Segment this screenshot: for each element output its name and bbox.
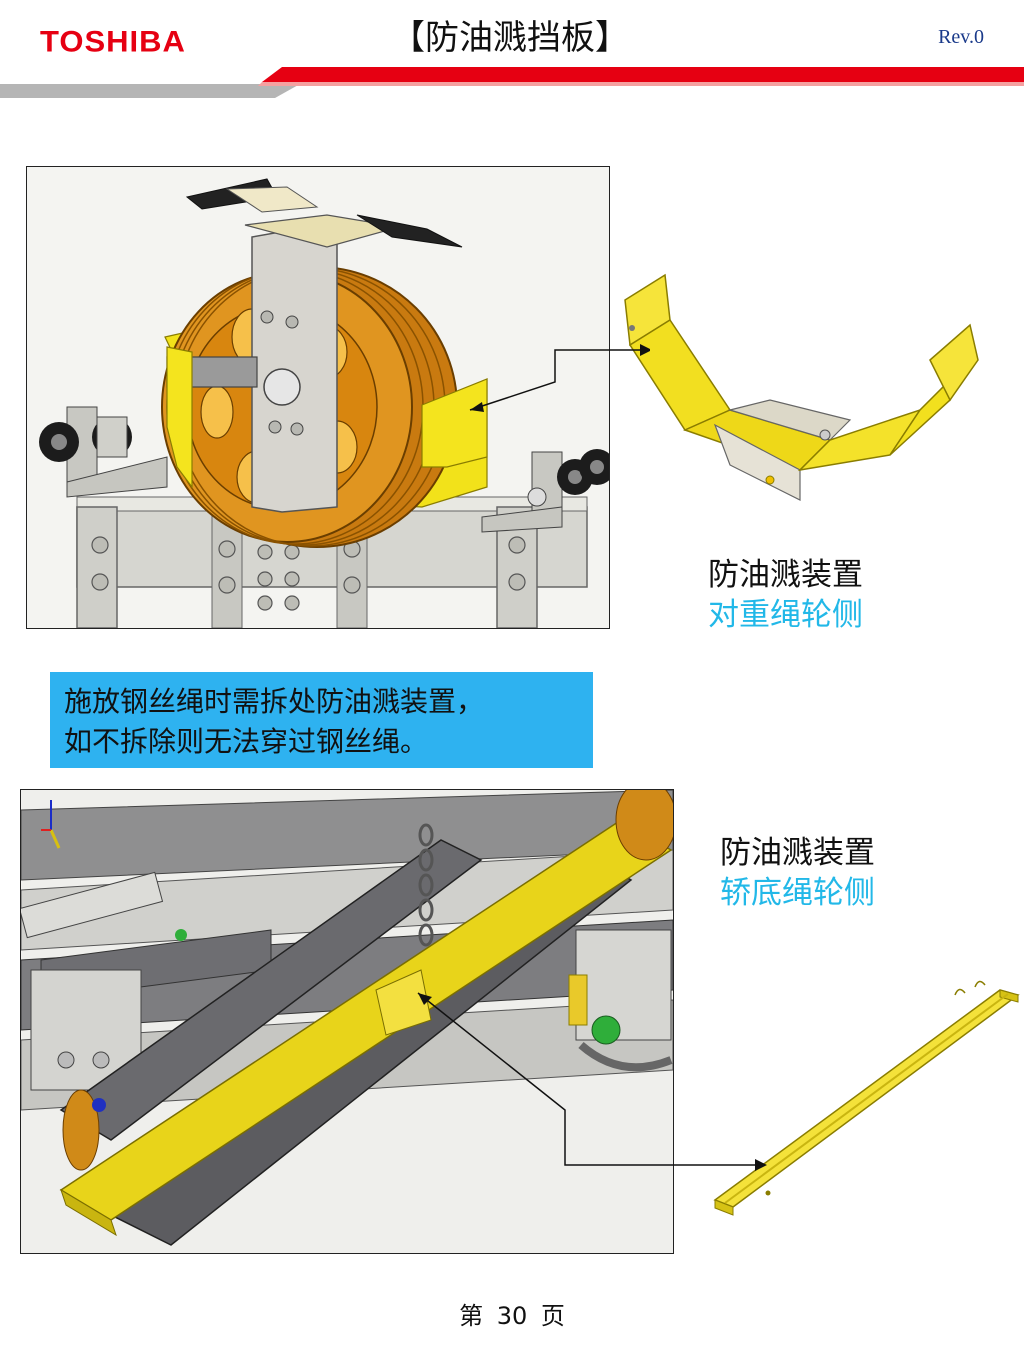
car-bottom-sheave-photo <box>20 789 674 1254</box>
toshiba-logo: TOSHIBA <box>40 24 186 59</box>
bottom-callout-arrow <box>417 992 767 1171</box>
counterweight-guard-illustration <box>624 273 979 501</box>
top-caption-subtitle: 对重绳轮侧 <box>708 597 863 633</box>
header-red-band <box>262 67 1024 82</box>
top-callout-arrow <box>469 344 650 412</box>
top-caption-title: 防油溅装置 <box>708 557 863 593</box>
car-bottom-guard-illustration <box>713 980 1020 1216</box>
note-box: 施放钢丝绳时需拆处防油溅装置， 如不拆除则无法穿过钢丝绳。 <box>50 672 593 768</box>
header-grey-band <box>0 84 300 98</box>
revision-label: Rev.0 <box>938 26 984 48</box>
bottom-caption-subtitle: 轿底绳轮侧 <box>720 875 875 911</box>
page-title: 【防油溅挡板】 <box>391 18 629 58</box>
note-line-2: 如不拆除则无法穿过钢丝绳。 <box>64 725 429 758</box>
bottom-caption: 防油溅装置 轿底绳轮侧 <box>720 833 875 913</box>
counterweight-sheave-photo <box>26 166 610 629</box>
header-band <box>0 67 1024 98</box>
top-caption: 防油溅装置 对重绳轮侧 <box>708 555 863 635</box>
header-red-band-fade <box>258 82 1024 86</box>
bottom-caption-title: 防油溅装置 <box>720 835 875 871</box>
note-line-1: 施放钢丝绳时需拆处防油溅装置， <box>64 685 485 718</box>
page-number: 第 30 页 <box>459 1302 565 1330</box>
